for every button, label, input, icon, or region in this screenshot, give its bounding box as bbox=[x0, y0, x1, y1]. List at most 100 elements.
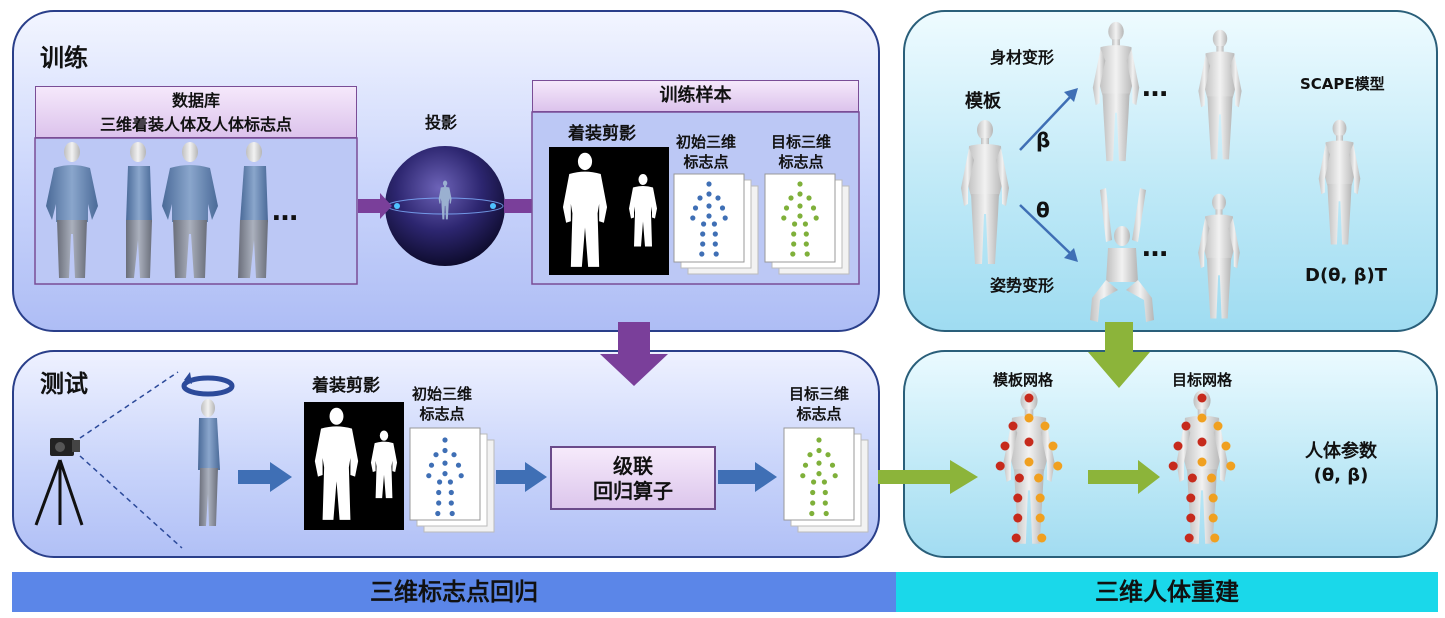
landmark-point bbox=[823, 510, 829, 517]
landmark-point bbox=[1197, 393, 1207, 403]
landmark-point bbox=[797, 181, 803, 187]
shape-deform-label: 身材变形 bbox=[990, 48, 1055, 67]
landmark-point bbox=[816, 460, 822, 466]
database-ellipsis: … bbox=[272, 197, 298, 227]
testing-title: 测试 bbox=[40, 370, 88, 398]
landmark-point bbox=[713, 251, 719, 257]
landmark-point bbox=[699, 251, 705, 257]
landmark-point bbox=[722, 215, 728, 221]
test-target-line2: 标志点 bbox=[796, 405, 842, 423]
landmark-point bbox=[790, 251, 796, 257]
landmark-point bbox=[700, 231, 706, 237]
landmark-point bbox=[1000, 441, 1010, 451]
pose-deformed-figure bbox=[1090, 188, 1154, 322]
train-initial-landmarks-label: 初始三维 标志点 bbox=[676, 132, 736, 172]
theta-label: θ bbox=[1036, 198, 1050, 222]
landmark-point bbox=[455, 462, 462, 468]
landmark-point bbox=[806, 195, 812, 201]
landmark-point bbox=[816, 471, 822, 477]
landmark-point bbox=[433, 452, 439, 458]
tripod-icon bbox=[34, 459, 84, 526]
landmark-point bbox=[803, 231, 809, 237]
landmark-point bbox=[697, 195, 703, 201]
down-arrow-icon bbox=[600, 322, 668, 386]
landmark-point bbox=[442, 460, 448, 466]
target-mesh-points bbox=[1168, 393, 1236, 543]
bar-body-reconstruction: 三维人体重建 bbox=[896, 572, 1438, 612]
landmark-point bbox=[448, 489, 454, 496]
training-samples-header: 训练样本 bbox=[532, 80, 859, 112]
landmark-point bbox=[1024, 437, 1034, 447]
test-silhouette-label: 着装剪影 bbox=[312, 376, 380, 396]
landmark-point bbox=[1210, 533, 1220, 543]
landmark-point bbox=[995, 461, 1005, 471]
test-initial-line1: 初始三维 bbox=[412, 385, 473, 403]
landmark-point bbox=[1221, 441, 1231, 451]
scape-formula: D(θ, β)T bbox=[1305, 265, 1388, 286]
target-landmark-points bbox=[781, 181, 819, 257]
blue-arrow-icon bbox=[718, 462, 777, 492]
landmark-point bbox=[825, 452, 831, 458]
landmark-grid-icon bbox=[673, 173, 759, 275]
landmark-point bbox=[1024, 393, 1034, 403]
test-target-landmark-points bbox=[800, 437, 838, 517]
landmark-point bbox=[1226, 461, 1236, 471]
landmark-point bbox=[706, 191, 712, 197]
sphere-icon bbox=[385, 146, 505, 266]
landmark-point bbox=[711, 221, 718, 227]
landmark-point bbox=[832, 473, 838, 479]
landmark-point bbox=[1024, 413, 1034, 423]
landmark-point bbox=[797, 213, 803, 219]
train-target-line2: 标志点 bbox=[778, 153, 824, 171]
landmark-point bbox=[451, 452, 457, 458]
train-target-landmarks-label: 目标三维 标志点 bbox=[771, 132, 831, 172]
test-initial-landmark-points bbox=[426, 437, 464, 517]
train-target-line1: 目标三维 bbox=[771, 133, 832, 151]
landmark-point bbox=[1048, 441, 1058, 451]
bar-right-label: 三维人体重建 bbox=[1095, 578, 1239, 606]
landmark-point bbox=[781, 215, 787, 221]
landmark-point bbox=[690, 215, 696, 221]
landmark-point bbox=[1208, 513, 1218, 523]
landmark-point bbox=[822, 489, 828, 496]
landmark-point bbox=[1168, 461, 1178, 471]
template-mesh-label: 模板网格 bbox=[993, 371, 1054, 389]
landmark-point bbox=[436, 489, 442, 496]
landmark-point bbox=[829, 462, 836, 468]
pose-deform-label: 姿势变形 bbox=[990, 276, 1055, 295]
landmark-point bbox=[436, 500, 442, 506]
landmark-point bbox=[809, 510, 815, 517]
landmark-point bbox=[791, 231, 797, 237]
database-clothed-humans bbox=[46, 142, 268, 278]
landmark-point bbox=[1035, 493, 1045, 503]
landmark-point bbox=[1034, 473, 1044, 483]
test-target-landmarks-label: 目标三维 标志点 bbox=[789, 384, 849, 424]
landmark-point bbox=[804, 251, 810, 257]
test-initial-landmarks-label: 初始三维 标志点 bbox=[412, 384, 472, 424]
landmark-point bbox=[1024, 457, 1034, 467]
landmark-point bbox=[700, 241, 706, 247]
landmark-point bbox=[802, 221, 809, 227]
template-label: 模板 bbox=[965, 91, 1001, 112]
landmark-point bbox=[1184, 533, 1194, 543]
landmark-point bbox=[1197, 413, 1207, 423]
landmark-point bbox=[448, 500, 454, 506]
params-line1: 人体参数 bbox=[1305, 441, 1377, 462]
landmark-point bbox=[803, 241, 809, 247]
landmark-point bbox=[706, 203, 712, 209]
landmark-point bbox=[712, 231, 718, 237]
train-initial-line2: 标志点 bbox=[683, 153, 729, 171]
landmark-point bbox=[807, 452, 813, 458]
projection-label: 投影 bbox=[425, 113, 458, 132]
train-initial-line1: 初始三维 bbox=[676, 133, 737, 151]
landmark-point bbox=[715, 195, 721, 201]
shape-ellipsis: … bbox=[1142, 73, 1168, 103]
landmark-point bbox=[797, 203, 803, 209]
landmark-point bbox=[810, 500, 816, 506]
landmark-point bbox=[449, 510, 455, 517]
landmark-point bbox=[712, 241, 718, 247]
landmark-point bbox=[1186, 513, 1196, 523]
landmark-point bbox=[706, 181, 712, 187]
database-subtitle: 三维着装人体及人体标志点 bbox=[99, 115, 292, 134]
